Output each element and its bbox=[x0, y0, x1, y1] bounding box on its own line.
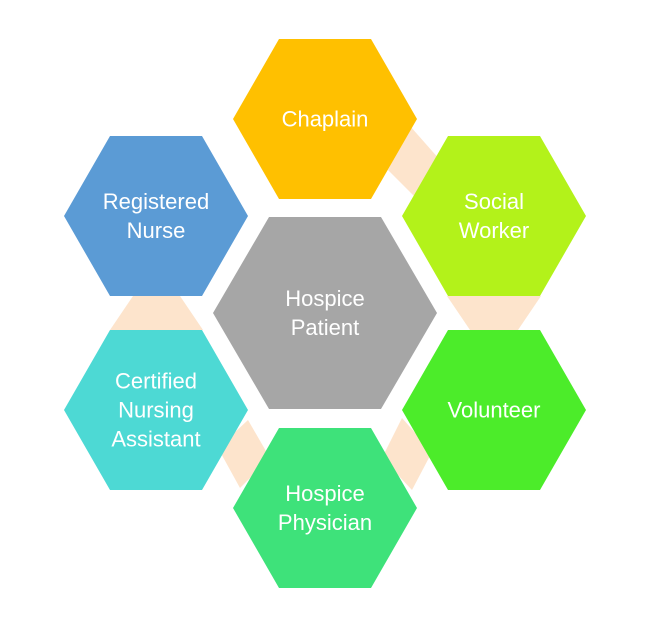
hex-volunteer-label-line: Volunteer bbox=[448, 398, 541, 423]
hex-cna-label-line: Certified bbox=[115, 369, 197, 394]
connector-strip bbox=[382, 418, 432, 490]
hex-physician-label-line: Physician bbox=[278, 510, 372, 535]
hex-social-label-line: Worker bbox=[459, 218, 530, 243]
connector-strip bbox=[447, 296, 541, 330]
hex-cna-label-line: Assistant bbox=[111, 427, 200, 452]
connector-strip bbox=[110, 296, 203, 330]
hex-center-patient-shape bbox=[213, 217, 437, 409]
hex-physician-label-line: Hospice bbox=[285, 481, 364, 506]
hex-chaplain-label-line: Chaplain bbox=[282, 107, 369, 132]
hex-rn-label-line: Nurse bbox=[127, 218, 186, 243]
hex-cna-shape bbox=[64, 330, 248, 490]
hex-chaplain-shape bbox=[233, 39, 417, 199]
hex-volunteer: Volunteer bbox=[402, 330, 586, 490]
hexagon-nodes: ChaplainSocialWorkerVolunteerHospicePhys… bbox=[64, 39, 586, 588]
hex-center-patient-label-line: Hospice bbox=[285, 286, 364, 311]
hex-cna-label-line: Nursing bbox=[118, 398, 194, 423]
hex-social-shape bbox=[402, 136, 586, 296]
hex-rn-shape bbox=[64, 136, 248, 296]
hex-social-label-line: Social bbox=[464, 189, 524, 214]
hex-physician-shape bbox=[233, 428, 417, 588]
hex-center-patient-label-line: Patient bbox=[291, 315, 360, 340]
hex-volunteer-shape bbox=[402, 330, 586, 490]
hex-chaplain: Chaplain bbox=[233, 39, 417, 199]
hex-rn-label-line: Registered bbox=[103, 189, 209, 214]
